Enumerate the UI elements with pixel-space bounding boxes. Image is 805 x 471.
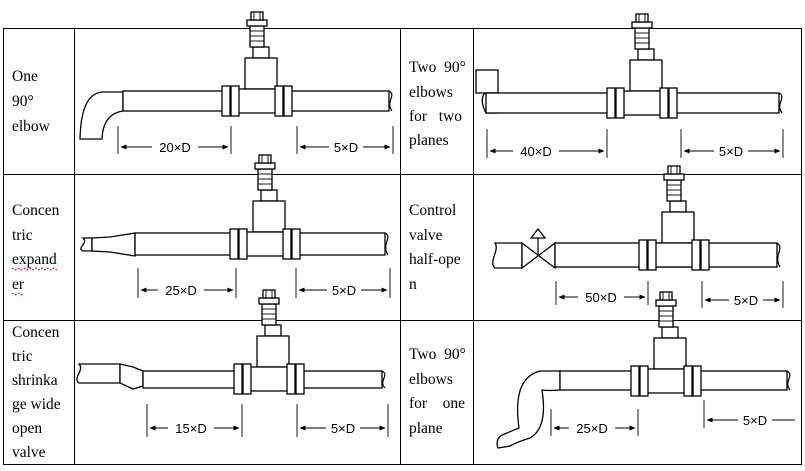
label-one-elbow: One 90° elbow	[12, 68, 51, 135]
pipe-break	[381, 370, 386, 389]
label-line: expand	[12, 251, 57, 268]
label-line: One	[12, 68, 38, 85]
diagram-two-elbows-two-planes: 40×D 5×D	[475, 13, 784, 159]
flow-meter	[233, 289, 305, 395]
label-line: Two 90°	[409, 59, 466, 76]
diagram-two-elbows-one-plane: 25×D 5×D	[496, 291, 795, 449]
label-two-elbows-one-plane: Two 90° elbows for one plane	[409, 346, 466, 437]
label-line: Concen	[12, 202, 60, 219]
label-line: elbow	[12, 118, 51, 135]
label-line: planes	[409, 132, 449, 149]
label-line: for one	[409, 395, 465, 412]
label-line: Control	[409, 202, 456, 219]
dimension-upstream-label: 25×D	[576, 421, 607, 436]
label-two-elbows-two-planes: Two 90° elbows for two planes	[409, 59, 466, 149]
diagram-control-valve: 50×D 5×D	[492, 165, 784, 308]
label-line: 90°	[12, 93, 34, 110]
elbow-pipe	[79, 91, 124, 140]
expander	[91, 232, 136, 257]
label-line: open	[12, 420, 42, 437]
label-line: Two 90°	[409, 346, 466, 363]
dimension-downstream-label: 5×D	[719, 144, 743, 159]
dimension-upstream-label: 15×D	[175, 421, 206, 436]
pipe-break	[384, 232, 389, 256]
flow-meter	[630, 291, 702, 397]
small-pipe-end	[80, 237, 93, 252]
label-line: elbows	[409, 84, 453, 101]
flow-meter	[638, 165, 710, 271]
pipe-break	[786, 370, 791, 391]
label-line: valve	[409, 227, 443, 244]
label-line: n	[409, 276, 417, 293]
dimension-upstream-label: 50×D	[585, 290, 616, 305]
label-concentric-expander: Concen tric expand er	[11, 202, 60, 296]
flow-meter	[221, 11, 293, 117]
dimension-downstream-label: 5×D	[331, 421, 355, 436]
label-line: valve	[12, 444, 46, 461]
diagram-one-elbow: 20×D 5×D	[79, 11, 394, 155]
pipe-break	[776, 242, 781, 268]
dimension-downstream-label: 5×D	[743, 413, 767, 428]
label-line: tric	[12, 348, 33, 365]
dimension-downstream-label: 5×D	[734, 293, 758, 308]
label-line: tric	[12, 227, 33, 244]
flow-meter	[606, 13, 678, 119]
flow-meter	[229, 154, 301, 260]
vertical-elbow-stub	[475, 69, 499, 94]
reducer	[119, 363, 144, 390]
spellcheck-underline	[11, 292, 25, 296]
dimension-upstream-label: 25×D	[165, 283, 196, 298]
label-concentric-shrinkage: Concen tric shrinka ge wide open valve	[12, 324, 61, 461]
large-pipe-end	[76, 363, 121, 384]
dimension-upstream-label: 20×D	[159, 140, 190, 155]
label-line: Concen	[12, 324, 60, 341]
diagram-concentric-shrinkage: 15×D 5×D	[76, 289, 389, 437]
s-bend-elbows	[496, 370, 561, 449]
pipe-break	[778, 92, 783, 114]
label-line: for two	[409, 108, 462, 125]
label-line: er	[12, 276, 25, 293]
pipe-break	[388, 90, 393, 112]
inlet-pipe	[492, 242, 523, 269]
label-line: plane	[409, 420, 443, 437]
dimension-downstream-label: 5×D	[332, 283, 356, 298]
dimension-downstream-label: 5×D	[334, 140, 358, 155]
label-control-valve: Control valve half-ope n	[409, 202, 461, 293]
label-line: elbows	[409, 371, 453, 388]
valve-actuator	[529, 227, 547, 239]
diagram-concentric-expander: 25×D 5×D	[80, 154, 391, 298]
label-line: shrinka	[12, 372, 58, 389]
spellcheck-underline	[11, 267, 58, 271]
label-line: half-ope	[409, 251, 461, 268]
label-line: ge wide	[12, 396, 61, 413]
dimension-upstream-label: 40×D	[520, 144, 551, 159]
